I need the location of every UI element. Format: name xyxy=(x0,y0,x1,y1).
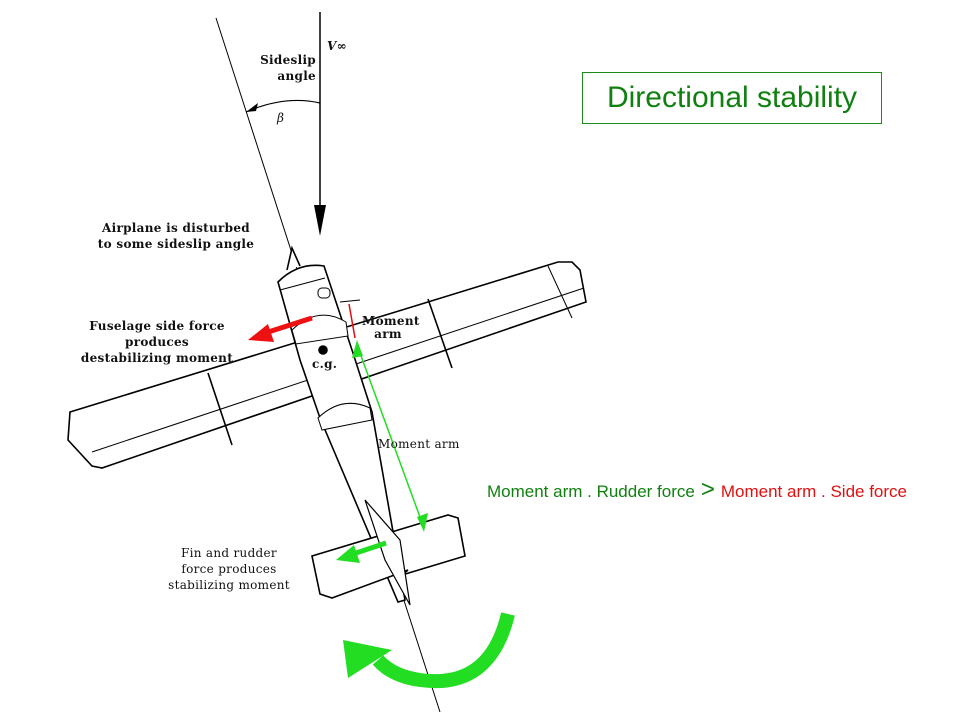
long-moment-arm-label: Moment arm xyxy=(378,437,460,451)
short-moment-arm-label: Moment arm xyxy=(362,314,420,341)
cg-label: c.g. xyxy=(312,357,338,371)
stability-condition: Moment arm . Rudder force > Moment arm . S… xyxy=(487,476,907,504)
beta-label: β xyxy=(277,111,285,125)
sideslip-angle-label: Sideslip angle xyxy=(260,53,316,83)
fin-force-label: Fin and rudder force produces stabilizin… xyxy=(168,546,290,592)
fin-force-arrow xyxy=(336,540,387,563)
fuselage-force-label: Fuselage side force produces destabilizi… xyxy=(80,319,234,365)
horizontal-tail xyxy=(311,499,466,606)
stabilizing-rotation-arrow xyxy=(343,612,515,689)
disturbed-label: Airplane is disturbed to some sideslip a… xyxy=(97,221,255,251)
fuselage-side-force-arrow xyxy=(248,315,313,342)
short-moment-arm xyxy=(348,303,356,339)
page-title: Directional stability xyxy=(582,72,882,124)
greater-than-operator: > xyxy=(700,476,715,503)
rudder-moment-term: Moment arm . Rudder force xyxy=(487,482,695,501)
long-moment-arm xyxy=(356,344,425,529)
v-infinity-label: V∞ xyxy=(327,39,347,53)
side-force-moment-term: Moment arm . Side force xyxy=(720,482,907,501)
